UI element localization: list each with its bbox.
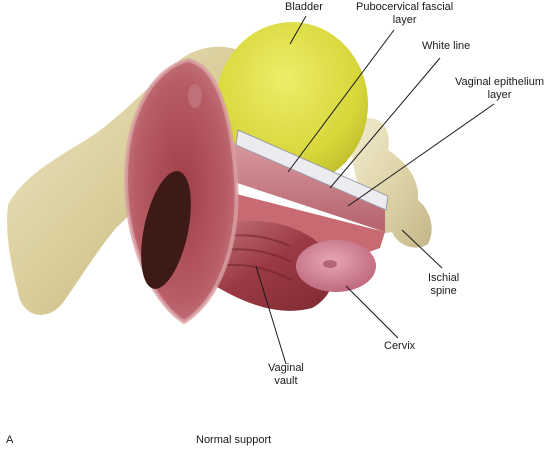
leader-bladder bbox=[289, 15, 307, 45]
label-bladder: Bladder bbox=[285, 1, 323, 13]
label-ischial-spine: Ischial spine bbox=[428, 272, 460, 297]
leader-pubocervical bbox=[287, 29, 395, 173]
labia-majora-edge bbox=[123, 57, 239, 325]
clitoris bbox=[188, 84, 202, 108]
leader-ischial-spine bbox=[401, 229, 443, 269]
leader-cervix bbox=[345, 285, 399, 339]
label-pubocervical-fascial-layer: Pubocervical fascial layer bbox=[356, 1, 454, 26]
pubocervical-fascia bbox=[222, 140, 385, 232]
leader-vaginal-epithelium bbox=[347, 103, 495, 207]
label-vaginal-vault: Vaginal vault bbox=[268, 362, 304, 387]
figure-caption: Normal support bbox=[196, 434, 272, 446]
leader-lines bbox=[255, 15, 495, 365]
label-vaginal-epithelium-layer: Vaginal epithelium layer bbox=[455, 76, 545, 101]
label-cervix: Cervix bbox=[384, 340, 416, 352]
panel-letter: A bbox=[6, 434, 14, 446]
white-line bbox=[235, 129, 389, 211]
cervical-os bbox=[323, 260, 337, 268]
leader-vaginal-vault bbox=[255, 265, 287, 365]
leader-white-line bbox=[329, 57, 441, 189]
label-white-line: White line bbox=[422, 40, 471, 52]
vaginal-opening bbox=[141, 171, 191, 289]
